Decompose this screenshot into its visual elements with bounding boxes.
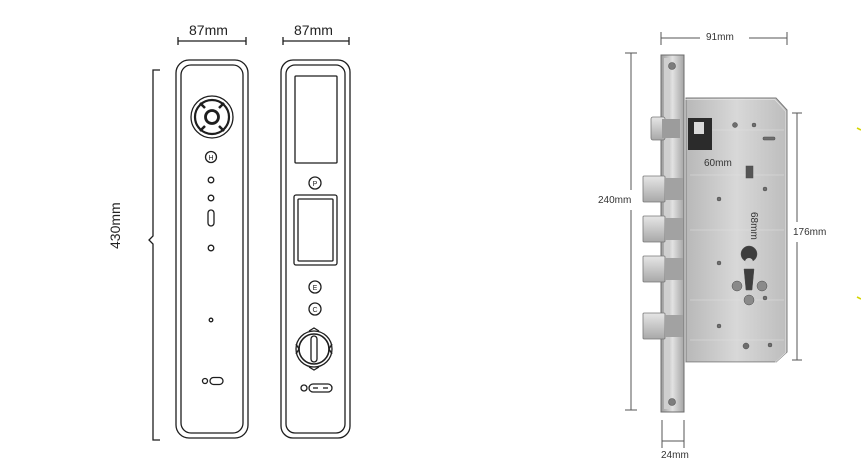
front-panel — [148, 37, 249, 441]
front-bottom-slot — [209, 376, 224, 386]
back-panel — [280, 37, 351, 439]
mortise-faceplate-label: 24mm — [661, 450, 689, 461]
mortise-inner-height-label: 176mm — [793, 227, 827, 238]
dead-bolt — [642, 175, 666, 203]
back-panel-outline — [280, 59, 351, 439]
mortise-holes — [716, 122, 776, 350]
back-e-button-label: E — [313, 285, 318, 292]
back-display-inner — [297, 198, 334, 262]
front-h-button — [204, 150, 218, 164]
front-sensor-dot — [208, 317, 214, 323]
front-panel-inner — [180, 64, 244, 434]
dead-bolt — [642, 215, 666, 243]
back-p-button — [308, 176, 322, 190]
front-cylinder — [190, 95, 234, 139]
front-slot — [207, 209, 215, 227]
back-c-button — [308, 302, 322, 316]
front-panel-outline — [175, 59, 249, 439]
mortise-case — [684, 97, 788, 363]
dead-bolt — [642, 255, 666, 283]
anti-friction-bolt — [642, 312, 666, 340]
back-c-button-label: C — [312, 307, 317, 314]
mortise-top-block — [688, 118, 712, 150]
mortise-bolts — [642, 116, 683, 340]
front-height-dim-line — [148, 69, 160, 441]
back-p-button-label: P — [313, 181, 318, 188]
front-indicator-dot — [207, 176, 215, 184]
front-indicator-dot — [207, 244, 215, 252]
back-thumb-turn — [295, 327, 333, 371]
mortise-width-label: 91mm — [706, 32, 734, 43]
front-width-label: 87mm — [189, 22, 228, 38]
accent-marks — [856, 127, 861, 300]
back-display-outer — [293, 194, 338, 266]
back-panel-inner — [285, 64, 346, 434]
back-e-button — [308, 280, 322, 294]
mortise-backset-label: 68mm — [748, 212, 759, 240]
front-height-label: 430mm — [107, 202, 123, 249]
back-switch — [308, 383, 333, 393]
front-bottom-dot — [201, 377, 209, 385]
front-h-button-label: H — [208, 155, 213, 162]
mortise-height-label: 240mm — [598, 195, 632, 206]
mortise-center-label: 60mm — [704, 158, 732, 169]
front-indicator-dot — [207, 194, 215, 202]
back-switch-dot — [300, 384, 308, 392]
back-width-label: 87mm — [294, 22, 333, 38]
back-battery-cover — [294, 75, 338, 164]
